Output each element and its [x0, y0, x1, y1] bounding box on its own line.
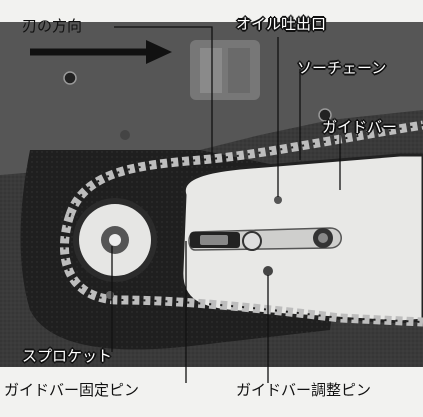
saw-chain-top-links: [69, 124, 423, 216]
label-saw-chain: ソーチェーン: [297, 59, 387, 77]
housing-detail-2: [228, 48, 250, 93]
label-blade-direction: 刃の方向: [22, 17, 83, 35]
label-guide-bar-adjusting-pin: ガイドバー調整ピン: [236, 381, 372, 399]
bolt-2: [120, 130, 130, 140]
leader-lines: [111, 26, 341, 383]
oil-outlet-hole: [274, 196, 282, 204]
bolt-3: [318, 108, 332, 122]
label-oil-outlet: オイル吐出口: [236, 15, 327, 33]
housing-detail: [200, 48, 222, 93]
guide-bar-fixing-pin-highlight: [200, 235, 228, 245]
label-sprocket: スプロケット: [22, 347, 113, 365]
bolt-1: [63, 71, 77, 85]
direction-arrow-head: [146, 40, 172, 64]
fixing-pin-washer: [242, 231, 262, 251]
label-guide-bar-fixing-pin: ガイドバー固定ピン: [4, 381, 140, 399]
bolt-4: [106, 291, 114, 299]
guide-bar-adjusting-pin-shape: [263, 266, 273, 276]
guide-bar-nut-center: [318, 233, 328, 243]
label-guide-bar: ガイドバー: [322, 118, 398, 136]
sprocket-hub-center: [109, 234, 121, 246]
leader-blade-direction: [114, 26, 213, 155]
saw-chain-bottom-links: [63, 214, 423, 323]
